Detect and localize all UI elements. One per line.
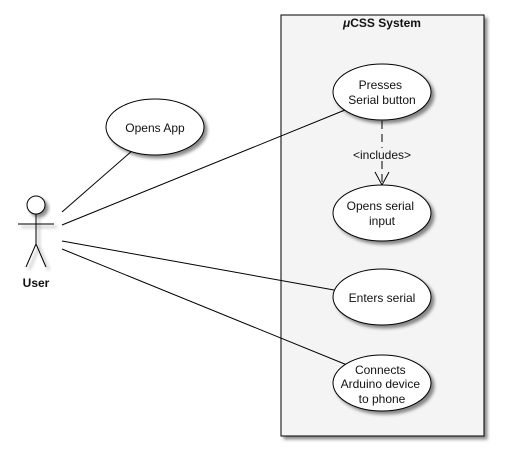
- usecase-opens-app[interactable]: Opens App: [105, 98, 205, 156]
- includes-label: <includes>: [353, 148, 411, 162]
- association-enters-serial: [61, 240, 335, 291]
- usecase-enters-serial[interactable]: Enters serial: [332, 268, 432, 326]
- usecase-label: Enters serial: [349, 291, 416, 305]
- actor-label: User: [23, 276, 50, 290]
- usecase-connects-arduino-device[interactable]: Connects Arduino device to phone: [332, 354, 432, 412]
- actor-user[interactable]: User: [18, 195, 54, 290]
- association-connects-arduino: [61, 248, 353, 368]
- stick-figure-icon: [18, 195, 54, 268]
- usecase-label: Opens serial input: [347, 199, 418, 228]
- system-title: μCSS System: [342, 16, 421, 30]
- association-presses-serial: [61, 109, 346, 226]
- association-opens-app: [61, 149, 134, 213]
- usecase-opens-serial-input[interactable]: Opens serial input: [332, 184, 432, 242]
- usecase-label: Connects Arduino device to phone: [341, 363, 424, 406]
- usecase-label: Presses Serial button: [348, 78, 415, 107]
- usecase-label: Opens App: [125, 121, 185, 135]
- usecase-presses-serial-button[interactable]: Presses Serial button: [332, 63, 432, 121]
